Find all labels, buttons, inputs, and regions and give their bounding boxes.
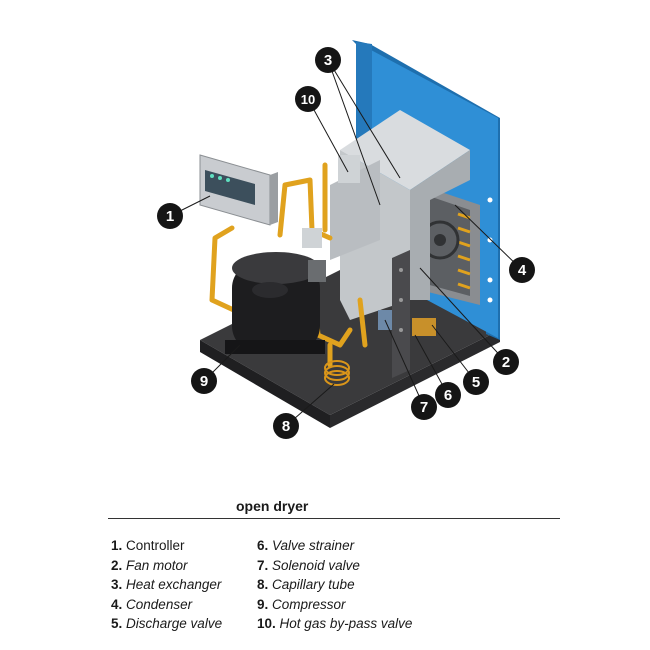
legend-item-label: Controller bbox=[126, 538, 185, 553]
callout-6: 6 bbox=[435, 382, 461, 408]
legend-item-label: Capillary tube bbox=[272, 577, 355, 593]
controller-panel bbox=[199, 154, 278, 226]
svg-text:9: 9 bbox=[200, 373, 208, 390]
legend-item-number: 3. bbox=[111, 577, 123, 593]
legend-item: 6. Valve strainer bbox=[257, 538, 412, 558]
legend-item: 1. Controller bbox=[111, 538, 222, 558]
legend-item: 10. Hot gas by-pass valve bbox=[257, 616, 412, 636]
callout-8: 8 bbox=[273, 413, 299, 439]
svg-text:10: 10 bbox=[301, 92, 315, 107]
legend-item-label: Discharge valve bbox=[126, 616, 223, 632]
legend-item: 5. Discharge valve bbox=[111, 616, 222, 636]
compressor bbox=[225, 252, 325, 354]
svg-text:5: 5 bbox=[472, 374, 480, 391]
legend-item-label: Hot gas by-pass valve bbox=[279, 616, 413, 632]
caption-divider bbox=[108, 518, 560, 519]
heat-exchanger bbox=[330, 110, 470, 320]
legend-item-number: 4. bbox=[111, 596, 123, 612]
legend-item-number: 10. bbox=[257, 616, 276, 632]
callout-4: 4 bbox=[509, 257, 535, 283]
svg-text:1: 1 bbox=[166, 208, 174, 225]
svg-text:6: 6 bbox=[444, 387, 452, 404]
legend-right-column: 6. Valve strainer 7. Solenoid valve 8. C… bbox=[257, 538, 412, 636]
svg-text:4: 4 bbox=[518, 262, 527, 279]
legend-item-number: 1. bbox=[111, 538, 123, 553]
svg-text:7: 7 bbox=[420, 399, 428, 416]
legend-item-number: 9. bbox=[257, 596, 269, 612]
figure-caption: open dryer bbox=[236, 498, 309, 514]
callout-5: 5 bbox=[463, 369, 489, 395]
svg-text:8: 8 bbox=[282, 418, 290, 435]
open-dryer-illustration: 1 2 3 4 5 6 7 8 9 10 bbox=[157, 40, 535, 439]
legend-item-number: 7. bbox=[257, 557, 269, 573]
legend-item-label: Compressor bbox=[272, 596, 346, 612]
legend-item-label: Valve strainer bbox=[272, 538, 355, 553]
legend-item: 9. Compressor bbox=[257, 597, 412, 617]
legend-item-label: Fan motor bbox=[126, 557, 188, 573]
valves bbox=[302, 155, 436, 336]
legend-item-number: 8. bbox=[257, 577, 269, 593]
callout-7: 7 bbox=[411, 394, 437, 420]
legend-item-label: Condenser bbox=[126, 596, 193, 612]
legend-item-number: 2. bbox=[111, 557, 123, 573]
legend-item-label: Heat exchanger bbox=[126, 577, 222, 593]
legend-item: 3. Heat exchanger bbox=[111, 577, 222, 597]
legend-item-number: 5. bbox=[111, 616, 123, 632]
callout-10: 10 bbox=[295, 86, 321, 112]
legend-item: 7. Solenoid valve bbox=[257, 558, 412, 578]
legend-item: 2. Fan motor bbox=[111, 558, 222, 578]
capillary-tube bbox=[324, 360, 350, 386]
legend-item: 4. Condenser bbox=[111, 597, 222, 617]
callout-3: 3 bbox=[315, 47, 341, 73]
legend-left-column: 1. Controller 2. Fan motor 3. Heat excha… bbox=[111, 538, 222, 636]
callout-1: 1 bbox=[157, 203, 183, 229]
callout-9: 9 bbox=[191, 368, 217, 394]
legend-item-number: 6. bbox=[257, 538, 269, 553]
legend-item-label: Solenoid valve bbox=[272, 557, 360, 573]
svg-text:2: 2 bbox=[502, 354, 510, 371]
svg-text:3: 3 bbox=[324, 52, 332, 69]
bracket bbox=[392, 250, 410, 378]
callout-2: 2 bbox=[493, 349, 519, 375]
legend-item: 8. Capillary tube bbox=[257, 577, 412, 597]
